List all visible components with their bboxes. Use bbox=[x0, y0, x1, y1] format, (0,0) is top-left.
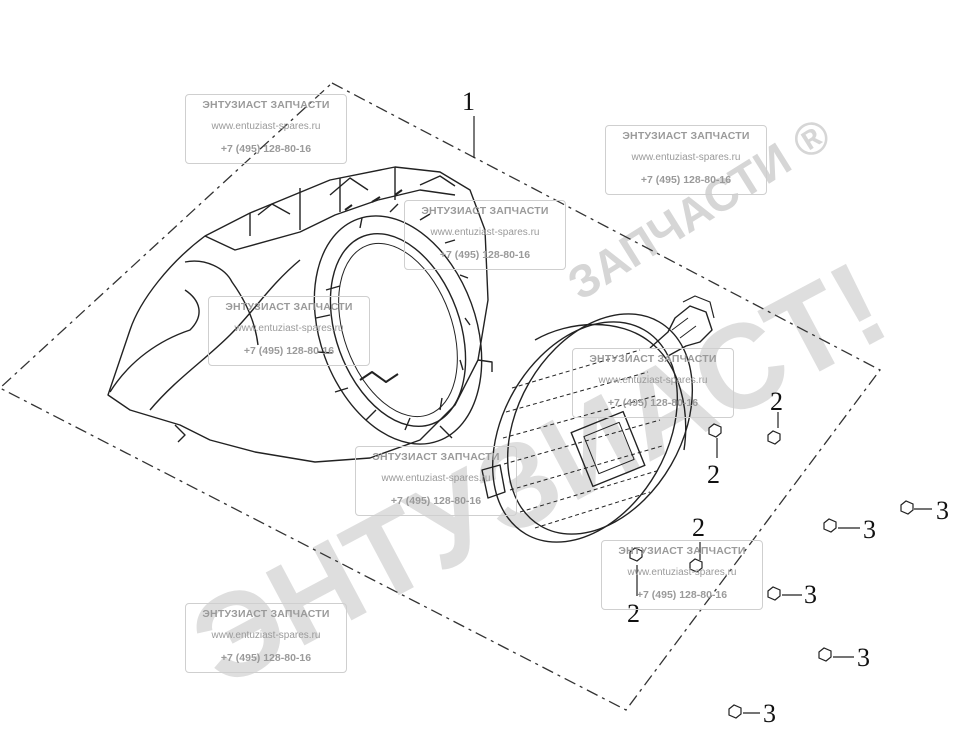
stamp-site: www.entuziast-spares.ru bbox=[211, 630, 321, 641]
seller-stamp: ЭНТУЗИАСТ ЗАПЧАСТИ www.entuziast-spares.… bbox=[572, 348, 734, 418]
bolt-3e bbox=[728, 704, 760, 719]
stamp-site: www.entuziast-spares.ru bbox=[381, 473, 491, 484]
stamp-frame bbox=[601, 540, 763, 610]
stamp-phone: +7 (495) 128-80-16 bbox=[607, 397, 699, 409]
stamp-name: ЭНТУЗИАСТ ЗАПЧАСТИ bbox=[202, 608, 330, 620]
callouts-part-2: 2 2 2 2 bbox=[627, 387, 783, 628]
stamp-name: ЭНТУЗИАСТ ЗАПЧАСТИ bbox=[421, 205, 549, 217]
callout-3a: 3 bbox=[936, 496, 949, 525]
stamp-site: www.entuziast-spares.ru bbox=[211, 121, 321, 132]
stamp-site: www.entuziast-spares.ru bbox=[234, 323, 344, 334]
stamp-frame bbox=[355, 446, 517, 516]
stamp-frame bbox=[208, 296, 370, 366]
bolt-3c bbox=[767, 586, 802, 601]
seller-stamp: ЭНТУЗИАСТ ЗАПЧАСТИ www.entuziast-spares.… bbox=[185, 94, 347, 164]
bolt-2a bbox=[708, 423, 722, 458]
stamp-phone: +7 (495) 128-80-16 bbox=[220, 652, 312, 664]
callout-2c: 2 bbox=[627, 599, 640, 628]
stamp-phone: +7 (495) 128-80-16 bbox=[636, 589, 728, 601]
bolts-part-2 bbox=[629, 412, 781, 596]
callout-3d: 3 bbox=[857, 643, 870, 672]
bolt-3a bbox=[900, 500, 932, 515]
callout-3c: 3 bbox=[804, 580, 817, 609]
assembly-frame bbox=[0, 82, 881, 711]
callout-2b: 2 bbox=[770, 387, 783, 416]
stamp-site: www.entuziast-spares.ru bbox=[430, 227, 540, 238]
bolt-3d bbox=[818, 647, 854, 662]
stamp-site: www.entuziast-spares.ru bbox=[627, 567, 737, 578]
stamp-name: ЭНТУЗИАСТ ЗАПЧАСТИ bbox=[225, 301, 353, 313]
callout-2d: 2 bbox=[692, 513, 705, 542]
callout-2a: 2 bbox=[707, 460, 720, 489]
seller-stamp: ЭНТУЗИАСТ ЗАПЧАСТИ www.entuziast-spares.… bbox=[208, 296, 370, 366]
stamp-name: ЭНТУЗИАСТ ЗАПЧАСТИ bbox=[372, 451, 500, 463]
stamp-name: ЭНТУЗИАСТ ЗАПЧАСТИ bbox=[618, 545, 746, 557]
seller-stamp: ЭНТУЗИАСТ ЗАПЧАСТИ www.entuziast-spares.… bbox=[605, 125, 767, 195]
stamp-phone: +7 (495) 128-80-16 bbox=[243, 345, 335, 357]
stamp-frame bbox=[185, 603, 347, 673]
stamp-phone: +7 (495) 128-80-16 bbox=[439, 249, 531, 261]
seller-stamp: ЭНТУЗИАСТ ЗАПЧАСТИ www.entuziast-spares.… bbox=[404, 200, 566, 270]
callout-3b: 3 bbox=[863, 515, 876, 544]
bolt-2b bbox=[767, 412, 781, 445]
stamp-frame bbox=[605, 125, 767, 195]
bolt-3b bbox=[823, 518, 860, 533]
bolts-part-3 bbox=[728, 500, 932, 719]
callout-3e: 3 bbox=[763, 699, 776, 728]
stamp-phone: +7 (495) 128-80-16 bbox=[220, 143, 312, 155]
stamp-phone: +7 (495) 128-80-16 bbox=[390, 495, 482, 507]
stamp-frame bbox=[404, 200, 566, 270]
stamp-frame bbox=[185, 94, 347, 164]
stamp-name: ЭНТУЗИАСТ ЗАПЧАСТИ bbox=[622, 130, 750, 142]
recoil-starter bbox=[481, 295, 715, 543]
seller-stamp: ЭНТУЗИАСТ ЗАПЧАСТИ www.entuziast-spares.… bbox=[355, 446, 517, 516]
callouts-part-3: 3 3 3 3 3 bbox=[763, 496, 949, 728]
stamp-name: ЭНТУЗИАСТ ЗАПЧАСТИ bbox=[202, 99, 330, 111]
seller-stamp: ЭНТУЗИАСТ ЗАПЧАСТИ www.entuziast-spares.… bbox=[601, 540, 763, 610]
stamp-frame bbox=[572, 348, 734, 418]
fan-housing bbox=[107, 166, 493, 463]
stamp-site: www.entuziast-spares.ru bbox=[598, 375, 708, 386]
callout-1: 1 bbox=[462, 87, 475, 116]
seller-stamp: ЭНТУЗИАСТ ЗАПЧАСТИ www.entuziast-spares.… bbox=[185, 603, 347, 673]
stamp-phone: +7 (495) 128-80-16 bbox=[640, 174, 732, 186]
bolt-2d bbox=[689, 542, 703, 573]
bolt-2c bbox=[629, 547, 643, 596]
stamp-site: www.entuziast-spares.ru bbox=[631, 152, 741, 163]
stamp-name: ЭНТУЗИАСТ ЗАПЧАСТИ bbox=[589, 353, 717, 365]
